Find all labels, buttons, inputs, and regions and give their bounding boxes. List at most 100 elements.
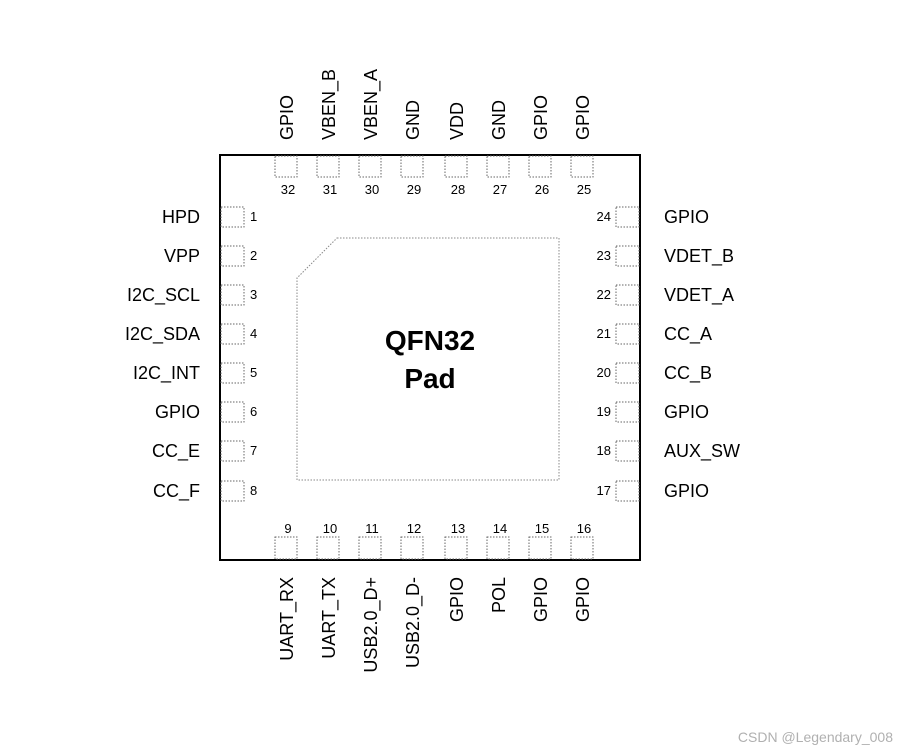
exposed-pad: [296, 237, 560, 481]
pin-pad: [220, 480, 245, 502]
pin-pad: [615, 480, 640, 502]
pin-label: GPIO: [664, 481, 709, 501]
pin-number: 16: [577, 521, 591, 536]
pin-number: 4: [250, 326, 257, 341]
pin-pad: [528, 155, 552, 178]
pin-pad: [615, 440, 640, 462]
pin-label: UART_TX: [319, 577, 340, 659]
pin-label: GPIO: [664, 207, 709, 227]
pin-label: I2C_SCL: [127, 285, 200, 306]
pin-number: 11: [365, 521, 379, 536]
pin-label: GPIO: [573, 577, 593, 622]
pin-label: GPIO: [664, 402, 709, 422]
pin-pad: [486, 536, 510, 560]
pin-label: GND: [489, 100, 509, 140]
pin-pad: [615, 206, 640, 228]
pin-pad: [358, 155, 382, 178]
pin-label: I2C_INT: [133, 363, 200, 384]
pin-number: 26: [535, 182, 549, 197]
pin-number: 14: [493, 521, 507, 536]
pin-pad: [615, 323, 640, 345]
pin-number: 21: [597, 326, 611, 341]
pin-pad: [220, 245, 245, 267]
pin-number: 1: [250, 209, 257, 224]
pin-pad: [220, 362, 245, 384]
pin-number: 20: [597, 365, 611, 380]
pin-label: CC_B: [664, 363, 712, 384]
watermark: CSDN @Legendary_008: [738, 729, 893, 745]
pin-31: 31 VBEN_B: [316, 69, 340, 197]
pin-pad: [220, 284, 245, 306]
pin-20: 20 CC_B: [597, 362, 712, 384]
pin-number: 24: [597, 209, 611, 224]
pin-number: 3: [250, 287, 257, 302]
pin-number: 7: [250, 443, 257, 458]
pin-pad: [220, 206, 245, 228]
pins-layer: 1HPD2VPP3I2C_SCL4I2C_SDA5I2C_INT6GPIO7CC…: [125, 69, 740, 673]
pin-pad: [444, 155, 468, 178]
pin-pad: [570, 536, 594, 560]
pin-pad: [274, 536, 298, 560]
pin-3: 3 I2C_SCL: [127, 284, 257, 306]
pin-number: 31: [323, 182, 337, 197]
pin-label: VDD: [447, 102, 467, 140]
pin-label: CC_E: [152, 441, 200, 462]
pin-pad: [615, 284, 640, 306]
pin-label: GPIO: [277, 95, 297, 140]
pin-label: USB2.0_D+: [361, 577, 382, 673]
pin-pad: [528, 536, 552, 560]
pin-number: 6: [250, 404, 257, 419]
pin-number: 32: [281, 182, 295, 197]
pin-number: 2: [250, 248, 257, 263]
pin-pad: [358, 536, 382, 560]
pin-number: 15: [535, 521, 549, 536]
pin-pad: [615, 362, 640, 384]
pin-label: VPP: [164, 246, 200, 266]
pin-32: 32 GPIO: [274, 95, 298, 197]
pin-label: CC_A: [664, 324, 712, 345]
pin-number: 17: [597, 483, 611, 498]
pin-4: 4 I2C_SDA: [125, 323, 257, 345]
pin-label: I2C_SDA: [125, 324, 200, 345]
pin-label: GPIO: [531, 95, 551, 140]
pin-8: 8 CC_F: [153, 480, 257, 502]
pin-pad: [400, 536, 424, 560]
pin-pad: [400, 155, 424, 178]
pin-number: 12: [407, 521, 421, 536]
pin-pad: [316, 536, 340, 560]
pin-pad: [220, 440, 245, 462]
pin-pad: [316, 155, 340, 178]
pin-number: 22: [597, 287, 611, 302]
pin-number: 8: [250, 483, 257, 498]
pin-17: 17 GPIO: [597, 480, 709, 502]
pad-label-line-2: Pad: [404, 363, 455, 394]
pin-label: GPIO: [573, 95, 593, 140]
pin-number: 9: [284, 521, 291, 536]
pin-number: 10: [323, 521, 337, 536]
pin-pad: [274, 155, 298, 178]
pin-pad: [615, 245, 640, 267]
pin-label: GPIO: [531, 577, 551, 622]
pin-label: VBEN_B: [319, 69, 340, 140]
pin-label: AUX_SW: [664, 441, 740, 462]
pin-label: CC_F: [153, 481, 200, 502]
pin-number: 29: [407, 182, 421, 197]
pin-pad: [486, 155, 510, 178]
